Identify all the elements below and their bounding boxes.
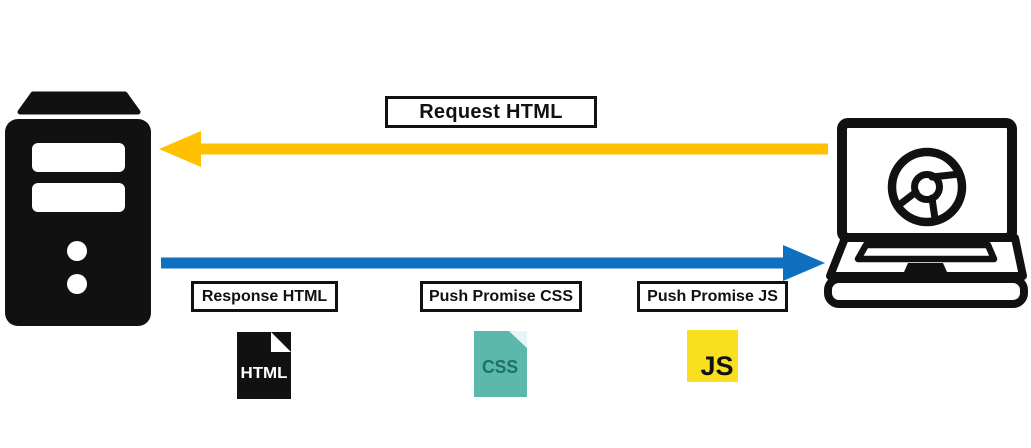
server-lid [17,91,141,115]
laptop-base [824,275,1028,308]
js-file-body [687,330,738,382]
push-arrow-shape [161,245,825,281]
request-arrow-icon [159,131,828,167]
push-promise-css-label: Push Promise CSS [428,287,574,305]
request-html-label: Request HTML [419,100,563,123]
html-file-icon: HTML [237,332,291,399]
css-file-label: CSS [482,357,518,377]
html-file-label: HTML [241,365,288,382]
chrome-laptop-icon [824,118,1028,308]
request-arrow-shape [159,131,828,167]
css-file-body [474,331,527,397]
push-arrow-icon [161,245,825,281]
laptop-keyboard [854,241,998,263]
css-file-fold [509,331,527,348]
server-slot-2 [32,183,125,212]
push-promise-js-label: Push Promise JS [647,287,778,305]
html-file-fold [271,332,291,352]
response-html-label-box: Response HTML [191,281,338,312]
js-file-icon: JS [687,330,738,382]
request-html-label-box: Request HTML [385,96,597,128]
js-file-label: JS [700,351,733,381]
response-html-label: Response HTML [201,287,328,305]
chrome-logo-icon [887,147,967,227]
push-promise-js-label-box: Push Promise JS [637,281,788,312]
laptop-trackpad [904,263,947,272]
server-slot-1 [32,143,125,172]
css-file-icon: CSS [474,331,527,397]
server-led-1 [67,241,87,261]
server-led-2 [67,274,87,294]
server-icon [5,91,151,326]
push-promise-css-label-box: Push Promise CSS [420,281,582,312]
